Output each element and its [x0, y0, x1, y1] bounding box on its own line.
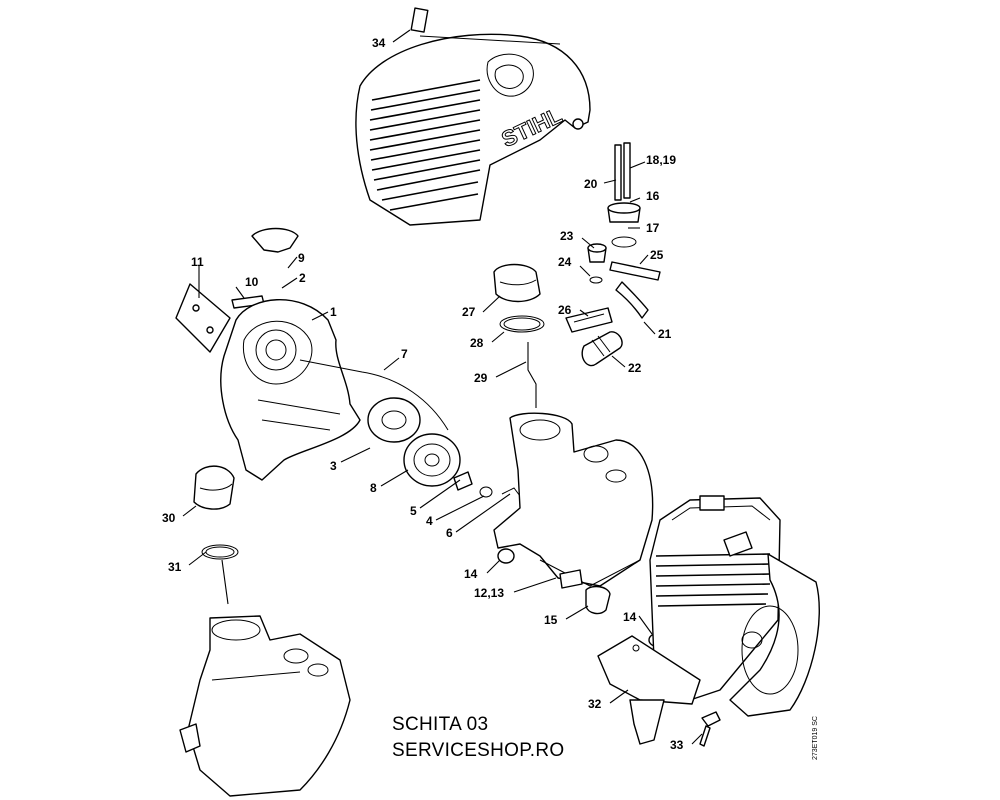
callout-31: 31: [168, 560, 182, 574]
callout-4: 4: [426, 514, 433, 528]
callout-14a: 14: [464, 567, 478, 581]
tank-cap-group: [493, 263, 545, 333]
callout-34: 34: [372, 36, 386, 50]
callout-7: 7: [401, 347, 408, 361]
callout-10: 10: [245, 275, 259, 289]
callout-26: 26: [558, 303, 572, 317]
engine-cylinder-group: [649, 495, 820, 717]
callout-23: 23: [560, 229, 574, 243]
callout-15: 15: [544, 613, 558, 627]
callout-14b: 14: [623, 610, 637, 624]
oil-cap-group: [193, 465, 239, 605]
callout-6: 6: [446, 526, 453, 540]
callout-20: 20: [584, 177, 598, 191]
caption-line-1: SCHITA 03: [392, 714, 489, 735]
callout-21: 21: [658, 327, 672, 341]
callout-2: 2: [299, 271, 306, 285]
screw-part: [699, 711, 721, 747]
document-reference: 273ET019 SC: [812, 716, 819, 760]
callout-1: 1: [330, 305, 337, 319]
callout-17: 17: [646, 221, 660, 235]
leader-lines: [182, 29, 703, 745]
callout-32: 32: [588, 697, 602, 711]
callout-numbers: 34 20 18,19 16 17 23 25 24 27 26 21 28 2…: [162, 36, 684, 752]
callout-9: 9: [298, 251, 305, 265]
engine-cover-part: STIHL: [355, 7, 591, 226]
oil-tank-group: [179, 615, 351, 797]
callout-30: 30: [162, 511, 176, 525]
fuel-line-part: [527, 342, 537, 408]
crankcase-group: [493, 412, 664, 647]
callout-25: 25: [650, 248, 664, 262]
callout-33: 33: [670, 738, 684, 752]
callout-18-19: 18,19: [646, 153, 676, 167]
caption-line-2: SERVICESHOP.RO: [392, 740, 565, 761]
fan-housing-group: [175, 227, 521, 498]
guard-plate-part: [597, 635, 701, 745]
fuel-pickup-group: [565, 142, 661, 367]
callout-11: 11: [191, 255, 204, 269]
callout-8: 8: [370, 481, 377, 495]
callout-12-13: 12,13: [474, 586, 504, 600]
callout-24: 24: [558, 255, 572, 269]
callout-5: 5: [410, 504, 417, 518]
callout-22: 22: [628, 361, 642, 375]
callout-29: 29: [474, 371, 488, 385]
callout-27: 27: [462, 305, 476, 319]
callout-16: 16: [646, 189, 660, 203]
callout-3: 3: [330, 459, 337, 473]
callout-28: 28: [470, 336, 484, 350]
